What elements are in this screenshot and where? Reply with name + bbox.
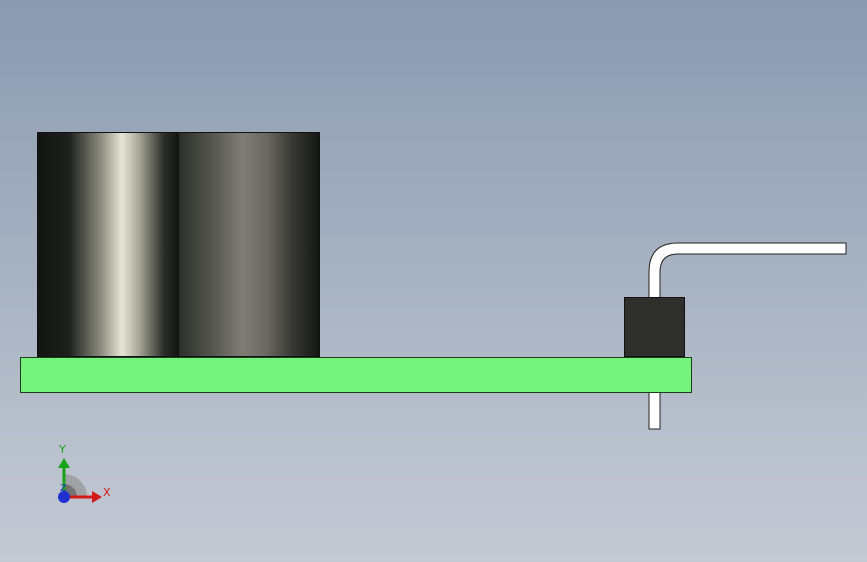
pin-tail[interactable] [648, 391, 661, 430]
pcb-board[interactable] [20, 357, 692, 393]
capacitor-left[interactable] [37, 132, 179, 357]
z-axis-dot [58, 491, 70, 503]
pin-header-block[interactable] [624, 297, 685, 357]
y-axis-arrowhead [58, 458, 70, 468]
axis-z-label: Z [60, 484, 67, 494]
coordinate-triad-icon[interactable] [45, 440, 120, 515]
bent-pin[interactable] [648, 242, 847, 358]
axis-x-label: X [103, 486, 111, 499]
x-axis-arrowhead [92, 491, 102, 503]
axis-y-label: Y [59, 443, 66, 456]
capacitor-right[interactable] [178, 132, 320, 357]
